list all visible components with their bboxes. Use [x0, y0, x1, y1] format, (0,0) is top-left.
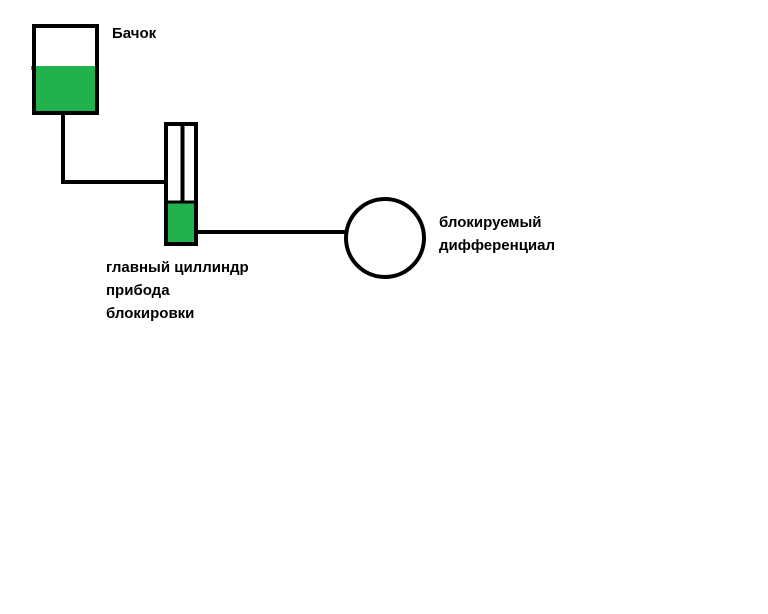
label-line: прибода: [106, 282, 170, 299]
label-line: дифференциал: [439, 237, 556, 254]
label-line: блокировки: [106, 305, 195, 322]
cylinder-outline: [164, 122, 198, 246]
cylinder-fluid: [168, 203, 195, 244]
differential-label: блокируемый дифференциал: [439, 211, 555, 257]
differential-circle: [344, 197, 426, 279]
master-cylinder-label: главный циллиндр прибода блокировки: [106, 256, 249, 325]
master-cylinder: [164, 122, 198, 246]
label-line: главный циллиндр: [106, 259, 249, 276]
tank-fluid: [36, 68, 96, 113]
tank: [31, 24, 99, 115]
tank-outline: [32, 24, 99, 115]
label-line: блокируемый: [439, 214, 542, 231]
tank-label: Бачок: [112, 25, 157, 42]
tank-to-cylinder-pipe: [61, 113, 166, 184]
